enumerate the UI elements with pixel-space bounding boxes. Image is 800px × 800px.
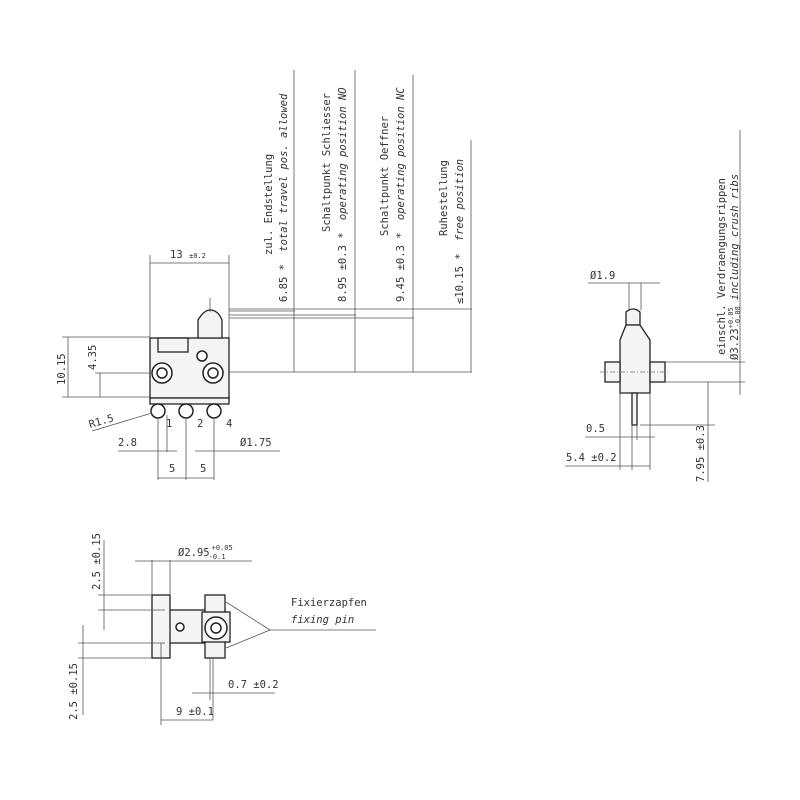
position-value: 6.85 * total travel pos. allowed <box>278 93 290 302</box>
position-value: 9.45 ±0.3 * operating position NC <box>395 87 407 302</box>
terminal-pin <box>631 392 638 426</box>
rib-note-de: einschl. Verdraengungsrippen <box>716 178 728 355</box>
terminal-label: 1 <box>166 418 172 430</box>
fixing-pin-label-de: Fixierzapfen <box>291 597 367 609</box>
position-callouts: zul. Endstellung 6.85 * total travel pos… <box>229 70 472 373</box>
position-value: ≤10.15 * free position <box>454 159 466 304</box>
terminal <box>206 403 222 419</box>
position-label-de: Ruhestellung <box>438 160 450 236</box>
pin-thickness: 0.5 <box>586 423 605 435</box>
side-view: Ø1.9 einschl. Verdraengungsrippen Ø3.23+… <box>565 130 745 482</box>
position-label-de: Schaltpunkt Schliesser <box>321 93 333 232</box>
fixing-pin-diameter: Ø2.95+0.05-0.1 <box>178 544 233 561</box>
side-height: 7.95 ±0.3 <box>695 425 707 482</box>
plunger <box>197 309 223 339</box>
bottom-offset: 2.5 ±0.15 <box>68 663 80 720</box>
pitch-dimension: 5 <box>169 463 175 475</box>
pin-spacing: 9 ±0.1 <box>176 706 214 718</box>
terminal-label: 2 <box>197 418 203 430</box>
terminal <box>178 403 194 419</box>
position-value: 8.95 ±0.3 * operating position NO <box>337 87 349 302</box>
pin-diameter-dimension: Ø1.75 <box>240 437 272 449</box>
pin-offset: 0.7 ±0.2 <box>228 679 279 691</box>
plunger-diameter: Ø1.9 <box>590 270 615 282</box>
height-dimension: 10.15 <box>56 353 68 385</box>
plunger <box>625 308 641 326</box>
position-label-de: zul. Endstellung <box>263 154 275 255</box>
bottom-view: Ø2.95+0.05-0.1 2.5 ±0.15 2.5 ±0.15 Fixie… <box>68 533 376 725</box>
edge-offset-dimension: 2.8 <box>118 437 137 449</box>
terminal <box>150 403 166 419</box>
side-width: 5.4 ±0.2 <box>566 452 617 464</box>
position-label-de: Schaltpunkt Oeffner <box>379 116 391 236</box>
side-body <box>619 324 651 394</box>
top-offset: 2.5 ±0.15 <box>91 533 103 590</box>
pitch-dimension: 5 <box>200 463 206 475</box>
hole-height-dimension: 4.35 <box>87 345 99 370</box>
rib-diameter: Ø3.23+0.05-0.08including crush ribs <box>727 174 742 360</box>
terminal-label: 4 <box>226 418 232 430</box>
front-view: 13 ±0.2 10.15 4.35 R1.5 1 2 4 2.8 Ø1.75 … <box>56 249 280 480</box>
width-dimension: 13 ±0.2 <box>170 249 206 261</box>
fixing-pin-label-en: fixing pin <box>291 614 354 626</box>
